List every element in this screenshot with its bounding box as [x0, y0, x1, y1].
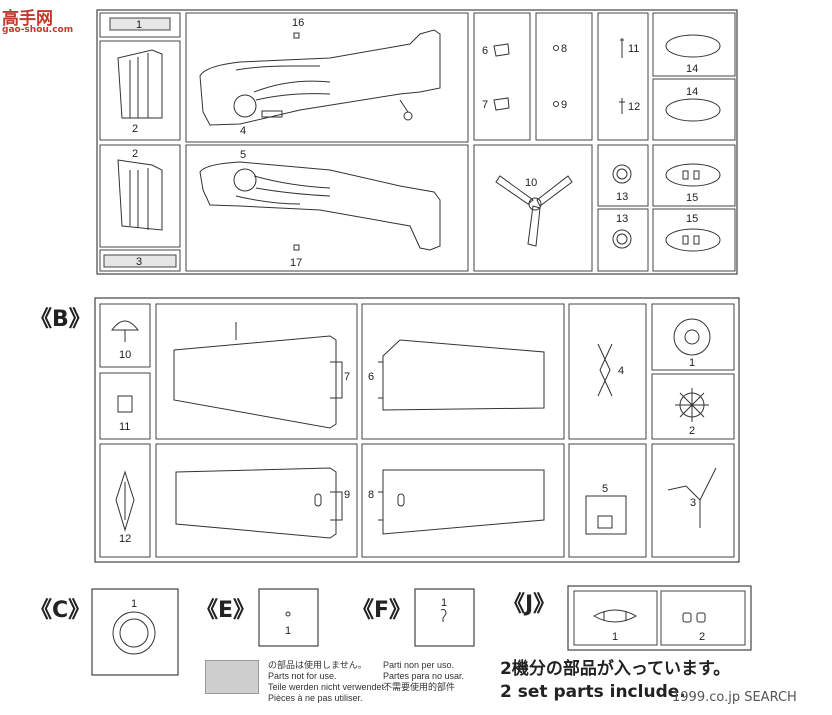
unused-note-it: Parti non per uso. — [383, 660, 455, 670]
sprue-a-label-7: 7 — [482, 99, 488, 111]
sprue-a-label-6: 6 — [482, 45, 488, 57]
sprue-a-label-13a: 13 — [616, 191, 628, 203]
sprue-a-label-15a: 15 — [686, 192, 698, 204]
unused-parts-swatch — [205, 660, 259, 694]
sprue-b-label-12: 12 — [119, 533, 131, 545]
sprue-c-label-1: 1 — [131, 598, 137, 610]
sprue-a-label-3: 3 — [136, 256, 142, 268]
sprue-b-label-10: 10 — [119, 349, 131, 361]
sprue-j-label-1: 1 — [612, 631, 618, 643]
sprue-b-title: 《B》 — [30, 307, 91, 332]
sprue-b-label-6: 6 — [368, 371, 374, 383]
sprue-b-label-2: 2 — [689, 425, 695, 437]
sprue-a-label-1: 1 — [136, 19, 142, 31]
sprue-a-label-14b: 14 — [686, 86, 698, 98]
watermark-logo-url: gao-shou.com — [2, 25, 74, 35]
unused-note-jp: の部品は使用しません。 — [268, 660, 367, 670]
sprue-a-label-2a: 2 — [132, 123, 138, 135]
sprue-c-title: 《C》 — [30, 598, 90, 623]
sprue-b-label-5: 5 — [602, 483, 608, 495]
watermark-logo-chars: 高手网 — [2, 9, 53, 29]
included-en: 2 set parts include. — [500, 682, 686, 702]
sprue-a-label-11: 11 — [628, 43, 639, 55]
sprue-a-label-15b: 15 — [686, 213, 698, 225]
unused-note-fr: Pièces à ne pas utiliser. — [268, 693, 363, 703]
sprue-e-frame — [258, 588, 319, 647]
sprue-a-label-14a: 14 — [686, 63, 698, 75]
sprue-a-label-16: 16 — [292, 17, 304, 29]
sprue-a-label-5: 5 — [240, 149, 246, 161]
sprue-a-label-17: 17 — [290, 257, 302, 269]
sprue-a-label-12: 12 — [628, 101, 640, 113]
sprue-c-frame — [91, 588, 179, 676]
sprue-b-label-8: 8 — [368, 489, 374, 501]
sprue-b-label-4: 4 — [618, 365, 624, 377]
sprue-b-label-7: 7 — [344, 371, 350, 383]
sprue-j-title: 《J》 — [503, 592, 555, 617]
unused-note-de: Teile werden nicht verwendet. — [268, 682, 387, 692]
watermark-search: 1999.co.jp SEARCH — [672, 690, 797, 705]
sprue-a-label-13b: 13 — [616, 213, 628, 225]
watermark-logo: 高手网 — [2, 4, 53, 29]
sprue-b-label-11: 11 — [119, 421, 130, 433]
sprue-b-label-9: 9 — [344, 489, 350, 501]
sprue-j-label-2: 2 — [699, 631, 705, 643]
sprue-a-label-2b: 2 — [132, 148, 138, 160]
sprue-b-label-1: 1 — [689, 357, 695, 369]
sprue-a-label-4: 4 — [240, 125, 246, 137]
unused-note-es: Partes para no usar. — [383, 671, 465, 681]
included-jp: 2機分の部品が入っています。 — [500, 659, 731, 679]
sprue-b-label-3: 3 — [690, 497, 696, 509]
sprue-a-label-9: 9 — [561, 99, 567, 111]
sprue-f-title: 《F》 — [352, 598, 411, 623]
sprue-e-title: 《E》 — [196, 598, 255, 623]
sprue-a-label-10: 10 — [525, 177, 537, 189]
sprue-e-label-1: 1 — [285, 625, 291, 637]
sprue-f-frame — [414, 588, 475, 647]
unused-note-right: Parti non per uso. Partes para no usar. … — [383, 660, 464, 693]
sprue-f-label-1: 1 — [441, 597, 447, 609]
unused-note-en: Parts not for use. — [268, 671, 337, 681]
unused-note-cn: 不需要使用的部件 — [383, 682, 456, 692]
sprue-a-label-8: 8 — [561, 43, 567, 55]
unused-note-left: の部品は使用しません。 Parts not for use. Teile wer… — [268, 660, 387, 704]
